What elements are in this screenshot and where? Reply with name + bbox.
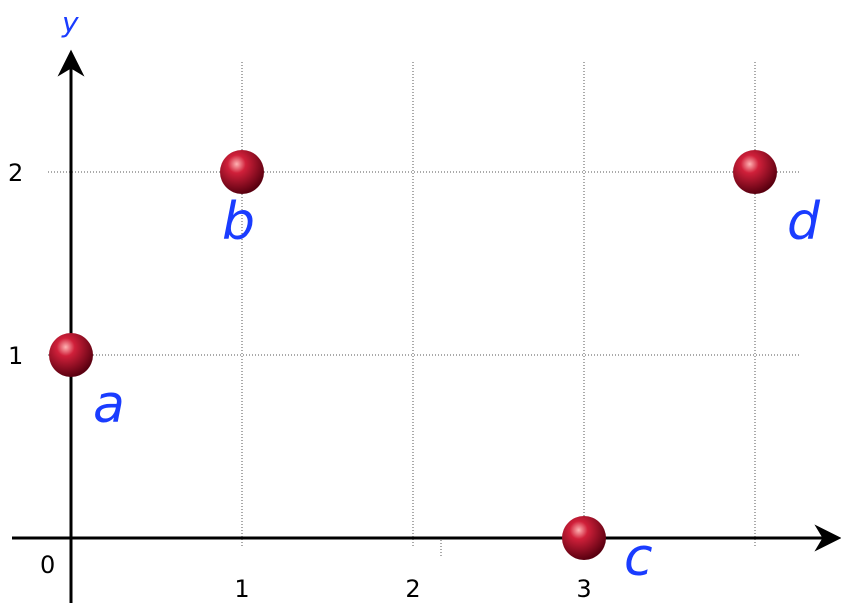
y-tick-label: 2 xyxy=(8,159,23,187)
grid-lines xyxy=(48,62,800,556)
point-label-c: c xyxy=(624,528,653,588)
data-points xyxy=(49,150,777,560)
data-point-a xyxy=(49,333,93,377)
x-tick-label: 1 xyxy=(234,575,249,603)
data-point-b xyxy=(220,150,264,194)
x-tick-label: 2 xyxy=(405,575,420,603)
point-label-d: d xyxy=(787,192,821,252)
point-labels: a b c d xyxy=(93,192,821,588)
axes xyxy=(12,49,841,603)
x-tick-labels: 1 2 3 xyxy=(234,575,591,603)
x-tick-label: 3 xyxy=(576,575,591,603)
y-tick-labels: 12 xyxy=(8,159,23,370)
point-label-b: b xyxy=(222,192,255,252)
data-point-c xyxy=(562,516,606,560)
point-label-a: a xyxy=(93,375,125,435)
y-axis-label: y xyxy=(61,6,79,39)
y-tick-label: 1 xyxy=(8,342,23,370)
data-point-d xyxy=(733,150,777,194)
origin-label: 0 xyxy=(40,551,55,579)
